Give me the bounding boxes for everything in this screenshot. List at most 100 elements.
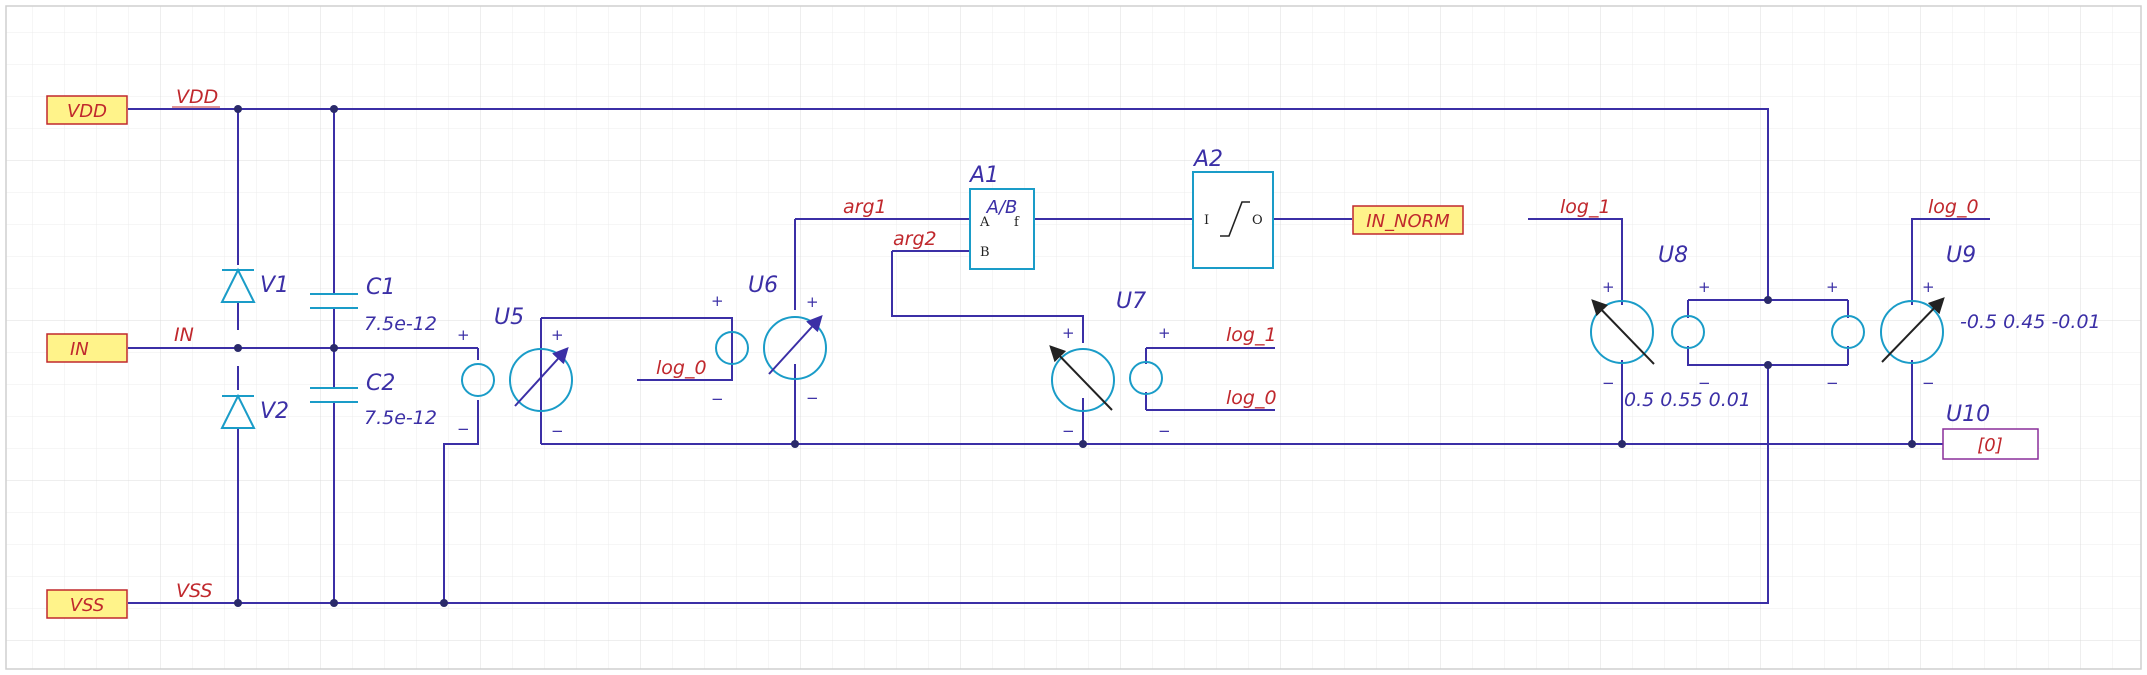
port-in-norm-label: IN_NORM: [1366, 211, 1450, 232]
wire-arg2[interactable]: [891, 250, 1084, 444]
wire-u5-box[interactable]: [541, 317, 733, 366]
net-label-u9-log0: log_0: [1928, 196, 1979, 218]
value-c1: 7.5e-12: [364, 313, 437, 335]
source-u9[interactable]: [1880, 297, 1945, 364]
designator-u5: U5: [494, 305, 524, 330]
diode-icon: [220, 393, 256, 429]
designator-c2: C2: [366, 371, 395, 396]
source-u6[interactable]: [763, 315, 827, 380]
junctions: [234, 105, 1916, 607]
variable-source-icon: [1880, 300, 1944, 364]
net-label-u8-log1: log_1: [1560, 196, 1611, 218]
a1-pin-b: B: [980, 245, 990, 260]
params-u9: -0.5 0.45 -0.01: [1960, 311, 2101, 333]
port-vss-label: VSS: [70, 595, 105, 616]
wire-u9-log0[interactable]: [1911, 218, 1990, 444]
wire-vdd-rail[interactable]: [128, 108, 1769, 300]
wire-u8-log1[interactable]: [1528, 218, 1623, 444]
port-in-label: IN: [70, 339, 89, 360]
designator-v2: V2: [260, 399, 289, 424]
net-label-arg2: arg2: [893, 228, 937, 250]
net-label-vss: VSS: [176, 580, 212, 602]
block-a2-limiter[interactable]: I O: [1192, 171, 1274, 269]
wire-u5-log0[interactable]: [637, 366, 733, 381]
capacitor-c2[interactable]: [310, 387, 358, 403]
a1-pin-a: A: [979, 215, 990, 230]
source-u5-aux[interactable]: [715, 331, 749, 365]
svg-text:−: −: [1158, 422, 1171, 440]
designator-c1: C1: [366, 275, 395, 300]
net-label-u7-log1: log_1: [1226, 324, 1277, 346]
svg-text:+: +: [551, 326, 564, 344]
svg-text:−: −: [1602, 374, 1615, 392]
designator-v1: V1: [260, 273, 289, 298]
port-in-norm[interactable]: IN_NORM: [1352, 205, 1464, 235]
net-label-vdd: VDD: [176, 86, 218, 108]
svg-text:−: −: [551, 422, 564, 440]
source-u8[interactable]: [1590, 299, 1865, 365]
designator-a1: A1: [968, 163, 999, 188]
source-u5[interactable]: [461, 347, 573, 412]
svg-text:−: −: [1062, 422, 1075, 440]
svg-text:+: +: [1826, 278, 1839, 296]
grid-major: [6, 6, 2141, 669]
port-u10-out[interactable]: [0]: [1942, 428, 2039, 460]
port-vdd-label: VDD: [67, 101, 107, 122]
wire-u6[interactable]: [794, 218, 970, 444]
svg-text:+: +: [806, 293, 819, 311]
net-label-u5-log0: log_0: [656, 357, 707, 379]
port-in[interactable]: IN: [46, 333, 128, 363]
svg-text:+: +: [1698, 278, 1711, 296]
svg-text:+: +: [1158, 324, 1171, 342]
variable-source-icon: [1051, 348, 1115, 412]
port-vss[interactable]: VSS: [46, 589, 128, 619]
net-label-u7-log0: log_0: [1226, 387, 1277, 409]
svg-text:+: +: [1922, 278, 1935, 296]
source-small-icon: [461, 363, 495, 397]
svg-text:+: +: [1062, 324, 1075, 342]
wire-u5-left[interactable]: [443, 348, 479, 603]
source-small-icon: [715, 331, 749, 365]
source-small-icon: [1671, 315, 1705, 349]
port-vdd[interactable]: VDD: [46, 95, 128, 125]
a2-pin-o: O: [1252, 213, 1263, 228]
net-label-arg1: arg1: [843, 196, 887, 218]
variable-source-icon: [509, 348, 573, 412]
svg-text:−: −: [806, 389, 819, 407]
capacitor-c1[interactable]: [310, 293, 358, 309]
diode-v2[interactable]: [220, 393, 256, 429]
wires: [128, 108, 1990, 604]
params-u8: 0.5 0.55 0.01: [1624, 389, 1751, 411]
pin-signs: + − + − + − + − + − + − + − + − + − + −: [457, 278, 1935, 440]
source-small-icon: [1831, 315, 1865, 349]
diode-v1[interactable]: [220, 267, 256, 303]
limiter-icon: [1220, 201, 1250, 237]
svg-text:−: −: [1922, 374, 1935, 392]
svg-text:−: −: [1826, 374, 1839, 392]
wire-u7-outputs[interactable]: [1145, 347, 1275, 411]
svg-text:+: +: [711, 292, 724, 310]
value-c2: 7.5e-12: [364, 407, 437, 429]
svg-text:−: −: [457, 420, 470, 438]
designator-u6: U6: [748, 273, 778, 298]
source-small-icon: [1129, 361, 1163, 395]
designator-u9: U9: [1946, 243, 1976, 268]
net-label-in: IN: [174, 324, 194, 346]
svg-text:+: +: [457, 326, 470, 344]
diode-icon: [220, 267, 256, 303]
variable-source-icon: [1590, 300, 1654, 364]
designator-u7: U7: [1116, 289, 1146, 314]
port-u10-label: [0]: [1977, 435, 2003, 456]
source-u7[interactable]: [1049, 345, 1163, 412]
svg-text:−: −: [1698, 374, 1711, 392]
sheet-border: [5, 5, 2142, 670]
a1-function-label: A/B: [986, 197, 1018, 218]
designator-a2: A2: [1192, 147, 1223, 172]
variable-source-icon: [763, 316, 827, 380]
a2-pin-i: I: [1204, 213, 1209, 228]
svg-text:−: −: [711, 390, 724, 408]
block-a1-divider[interactable]: A/B A B f: [969, 188, 1035, 270]
svg-text:+: +: [1602, 278, 1615, 296]
designator-u8: U8: [1658, 243, 1688, 268]
